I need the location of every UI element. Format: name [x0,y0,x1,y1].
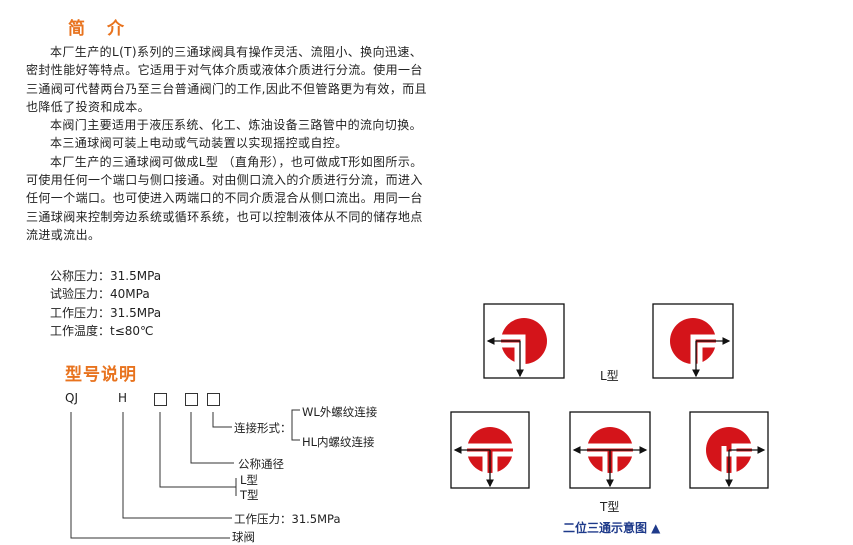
l-type-label: L型 [240,473,258,487]
nominal-diameter-label: 公称通径 [238,457,284,471]
intro-paragraph: 本厂生产的L(T)系列的三通球阀具有操作灵活、流阻小、换向迅速、密封性能好等特点… [26,45,428,114]
spec-test-pressure: 试验压力：40MPa [50,287,150,302]
spec-work-temperature: 工作温度：t≤80℃ [50,323,154,338]
intro-paragraph: 本三通球阀可装上电动或气动装置以实现摇控或自控。 [50,136,348,151]
t-type-caption: T型 [600,500,620,514]
intro-paragraph: 本阀门主要适用于液压系统、化工、炼油设备三路管中的流向切换。 [50,118,423,133]
l-valve-diagram-1 [483,303,565,379]
spec-work-pressure: 工作压力：31.5MPa [50,305,162,320]
intro-paragraph: 本厂生产的三通球阀可做成L型 （直角形），也可做成T形如图所示。可使用任何一个端… [26,154,423,242]
l-valve-diagram-2 [652,303,734,379]
spec-nominal-pressure: 公称压力：31.5MPa [50,269,162,283]
intro-body: 本厂生产的L(T)系列的三通球阀具有操作灵活、流阻小、换向迅速、密封性能好等特点… [26,43,428,244]
work-pressure-label: 工作压力：31.5MPa [234,512,341,526]
ball-valve-label: 球阀 [232,530,255,544]
code-box-type [207,393,220,406]
spec-list: 公称压力：31.5MPa 试验压力：40MPa 工作压力：31.5MPa 工作温… [50,267,161,340]
hl-label: HL内螺纹连接 [302,435,375,449]
connection-label: 连接形式： [234,421,292,435]
code-qj: QJ [65,391,78,405]
t-valve-diagram-3 [689,411,769,489]
schematic-caption: 二位三通示意图 ▲ [563,521,661,535]
t-type-label: T型 [240,488,259,502]
l-type-caption: L型 [600,369,619,383]
t-valve-diagram-2 [569,411,651,489]
code-box-diameter [185,393,198,406]
intro-title: 简介 [68,19,146,39]
wl-label: WL外螺纹连接 [302,405,378,419]
model-title: 型号说明 [65,365,137,385]
t-valve-diagram-1 [450,411,530,489]
code-box-connection [154,393,167,406]
code-h: H [118,391,128,405]
